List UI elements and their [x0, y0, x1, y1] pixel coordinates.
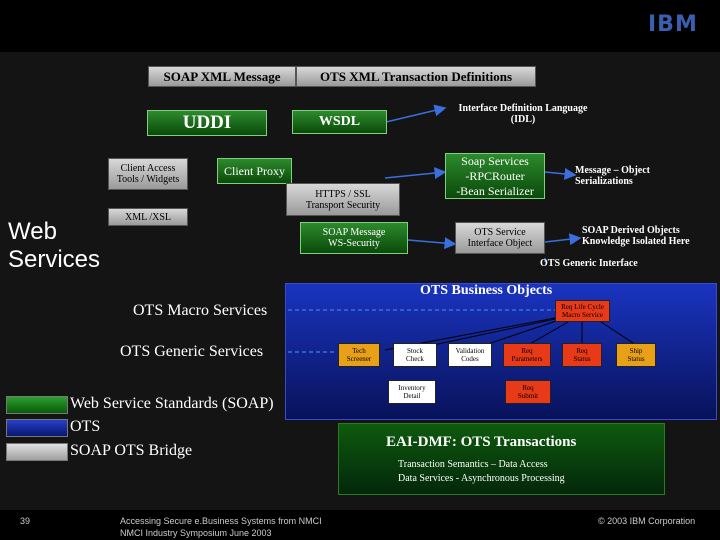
node-label-1: Ship	[629, 347, 643, 355]
node-label-1: Req	[522, 384, 534, 392]
legend-label-bridge: SOAP OTS Bridge	[70, 442, 193, 459]
idl-to-wsdl-arrow	[385, 104, 447, 123]
req-life-cycle-line2: Macro Service	[561, 311, 603, 319]
soap-derived-line1: SOAP Derived Objects	[582, 225, 680, 236]
node-req-status: Req Status	[562, 343, 602, 367]
xml-xsl-box: XML /XSL	[108, 208, 188, 226]
node-label-2: Check	[406, 355, 424, 363]
node-line-params	[527, 317, 576, 346]
soap-services-box: Soap Services -RPCRouter -Bean Serialize…	[445, 153, 545, 199]
client-access-box: Client Access Tools / Widgets	[108, 158, 188, 190]
soap-to-https-arrow	[384, 167, 447, 180]
https-line1: HTTPS / SSL	[315, 188, 371, 200]
footer-line1: Accessing Secure e.Business Systems from…	[120, 516, 322, 526]
client-access-line2: Tools / Widgets	[116, 174, 180, 185]
eai-dmf-region	[338, 423, 665, 495]
ibm-logo: IBM	[648, 12, 698, 37]
ots-service-box: OTS Service Interface Object	[455, 222, 545, 254]
soap-xml-message: SOAP XML Message	[148, 66, 296, 87]
node-tech-screener: Tech Screener	[338, 343, 380, 367]
message-object-line2: Serializations	[575, 176, 633, 187]
soap-services-line2: -RPCRouter	[465, 168, 525, 183]
message-object-label: Message – Object Serializations	[575, 165, 650, 187]
web-services-title: Web Services	[8, 218, 100, 274]
req-life-cycle-line1: Req Life Cycle	[561, 303, 604, 311]
web-services-line1: Web	[8, 218, 57, 245]
ots-xml-title: OTS XML Transaction Definitions	[296, 66, 536, 87]
ots-generic-interface: OTS Generic Interface	[540, 258, 638, 269]
node-line-ship	[594, 317, 637, 346]
client-access-line1: Client Access	[120, 163, 176, 174]
node-label-2: Parameters	[511, 355, 543, 363]
top-bar	[0, 0, 720, 52]
soap-services-line1: Soap Services	[461, 153, 529, 168]
node-label-1: Req	[521, 347, 533, 355]
node-ship-status: Ship Status	[616, 343, 656, 367]
node-label-1: Stock	[407, 347, 423, 355]
node-stock-check: Stock Check	[393, 343, 437, 367]
legend-swatch-ots	[6, 419, 68, 437]
node-label-1: Tech	[352, 347, 366, 355]
legend-label-ots: OTS	[70, 418, 101, 435]
node-validation-codes: Validation Codes	[448, 343, 492, 367]
idl-line1: Interface Definition Language	[458, 103, 588, 114]
legend-swatch-bridge	[6, 443, 68, 461]
data-services: Data Services - Asynchronous Processing	[398, 473, 565, 484]
soap-message-arrow	[407, 237, 457, 250]
node-req-parameters: Req Parameters	[503, 343, 551, 367]
copyright: © 2003 IBM Corporation	[598, 516, 696, 526]
wsdl-box: WSDL	[292, 110, 387, 134]
legend-label-standards: Web Service Standards (SOAP)	[70, 395, 274, 412]
node-label-2: Status	[627, 355, 645, 363]
soap-message-line1: SOAP Message	[322, 227, 386, 238]
req-life-cycle-node: Req Life Cycle Macro Service	[555, 300, 610, 322]
message-object-arrow	[544, 167, 577, 180]
message-object-line1: Message – Object	[575, 165, 650, 176]
node-label-1: Inventory	[398, 384, 426, 392]
ots-service-line2: Interface Object	[467, 238, 533, 249]
legend-swatch-standards	[6, 396, 68, 414]
eai-dmf-label: EAI-DMF: OTS Transactions	[386, 434, 577, 450]
ots-service-line1: OTS Service	[474, 227, 526, 238]
ots-generic-services-label: OTS Generic Services	[120, 343, 264, 360]
soap-services-line3: -Bean Serializer	[456, 183, 534, 198]
node-label-2: Codes	[461, 355, 479, 363]
ots-macro-services-label: OTS Macro Services	[133, 302, 268, 319]
https-box: HTTPS / SSL Transport Security	[286, 183, 400, 216]
https-line2: Transport Security	[305, 199, 381, 211]
idl-label: Interface Definition Language (IDL)	[448, 103, 598, 125]
node-label-1: Req	[576, 347, 588, 355]
footer-line2: NMCI Industry Symposium June 2003	[120, 528, 272, 538]
node-label-2: Detail	[403, 392, 421, 400]
soap-message-line2: WS-Security	[328, 238, 380, 249]
node-req-submit: Req Submit	[505, 380, 551, 404]
client-proxy-box: Client Proxy	[217, 158, 292, 184]
uddi-box: UDDI	[147, 110, 267, 136]
web-services-line2: Services	[8, 246, 101, 273]
node-label-2: Screener	[346, 355, 372, 363]
soap-derived-line2: Knowledge Isolated Here	[582, 236, 690, 247]
derived-objects-arrow	[544, 233, 582, 246]
soap-message-box: SOAP Message WS-Security	[300, 222, 408, 254]
soap-derived-label: SOAP Derived Objects Knowledge Isolated …	[582, 225, 690, 247]
node-label-1: Validation	[455, 347, 485, 355]
ots-business-objects-label: OTS Business Objects	[420, 283, 553, 298]
footer	[0, 510, 720, 540]
node-label-2: Status	[573, 355, 591, 363]
transaction-semantics: Transaction Semantics – Data Access	[398, 459, 548, 470]
page-number: 39	[20, 516, 31, 526]
idl-line2: (IDL)	[510, 114, 536, 125]
node-label-2: Submit	[517, 392, 539, 400]
node-inventory-detail: Inventory Detail	[388, 380, 436, 404]
